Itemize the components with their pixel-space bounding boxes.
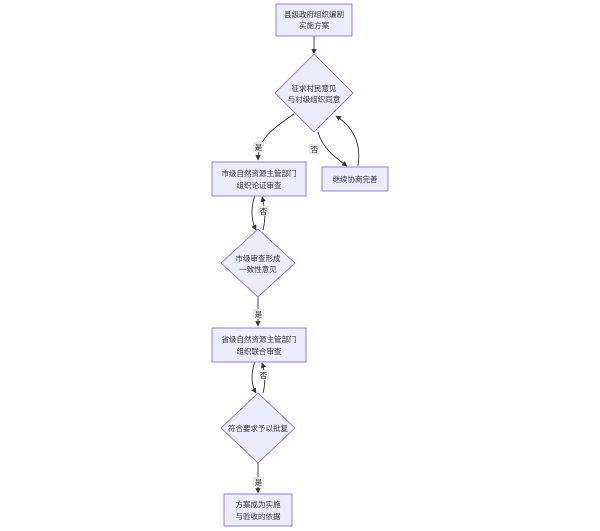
edge-label-d2-yes: 是 (255, 310, 263, 319)
node-decision1-diamond (274, 53, 354, 133)
node-decision3: 符合要求予以批复 (220, 392, 296, 464)
node-decision3-line1: 符合要求予以批复 (228, 423, 288, 433)
node-end-line2: 与验收的依据 (236, 511, 281, 521)
edge-process2-to-decision3 (251, 360, 257, 394)
edge-label-d2-no: 否 (260, 207, 268, 216)
node-decision2-line1: 市级审查形成 (236, 253, 281, 263)
node-decision2-diamond (220, 228, 296, 298)
node-continue-line1: 继续协商完善 (333, 174, 378, 184)
node-end-box (223, 493, 293, 527)
node-start: 县级政府组织编制 实施方案 (275, 3, 353, 37)
edge-labels: 是 否 否 是 否 是 (253, 142, 320, 487)
node-decision1-line2: 与村级组织同意 (288, 94, 341, 104)
nodes: 县级政府组织编制 实施方案 征求村民意见 与村级组织同意 市级自然资源主管部门 … (211, 3, 389, 527)
edge-label-bg (258, 206, 269, 216)
edge-label-d1-yes: 是 (255, 143, 263, 152)
node-decision1: 征求村民意见 与村级组织同意 (274, 53, 354, 133)
node-decision2-line2: 一致性意见 (239, 264, 277, 274)
node-process2-line2: 组织联合审查 (237, 346, 282, 356)
edge-process1-to-decision2 (251, 194, 257, 231)
edge-label-bg (253, 477, 264, 487)
node-process2-line1: 省级自然资源主管部门 (222, 334, 297, 344)
edge-label-d3-no: 否 (260, 371, 268, 380)
node-decision1-line1: 征求村民意见 (292, 83, 337, 93)
node-continue-box (321, 166, 389, 192)
node-continue: 继续协商完善 (321, 166, 389, 192)
node-process1: 市级自然资源主管部门 组织论证审查 (211, 161, 307, 197)
node-start-line1: 县级政府组织编制 (284, 9, 344, 19)
node-process2: 省级自然资源主管部门 组织联合审查 (211, 327, 307, 363)
node-end-line1: 方案成为实施 (236, 499, 281, 509)
edge-label-bg (253, 142, 264, 152)
edge-decision1-to-process1 (255, 113, 295, 161)
node-process1-box (211, 161, 307, 197)
node-process1-line2: 组织论证审查 (237, 180, 282, 190)
edge-label-d3-yes: 是 (255, 478, 263, 487)
node-process2-box (211, 327, 307, 363)
node-process1-line1: 市级自然资源主管部门 (222, 168, 297, 178)
node-decision3-diamond (220, 392, 296, 464)
node-decision2: 市级审查形成 一致性意见 (220, 228, 296, 298)
node-start-box (275, 3, 353, 37)
edge-label-d1-no: 否 (311, 145, 319, 154)
edge-decision1-to-continue (317, 131, 348, 167)
node-end: 方案成为实施 与验收的依据 (223, 493, 293, 527)
edge-label-bg (253, 309, 264, 319)
edge-label-bg (258, 370, 269, 380)
edge-continue-to-decision1 (335, 115, 360, 167)
node-start-line2: 实施方案 (299, 20, 329, 30)
edge-label-bg (309, 144, 320, 154)
